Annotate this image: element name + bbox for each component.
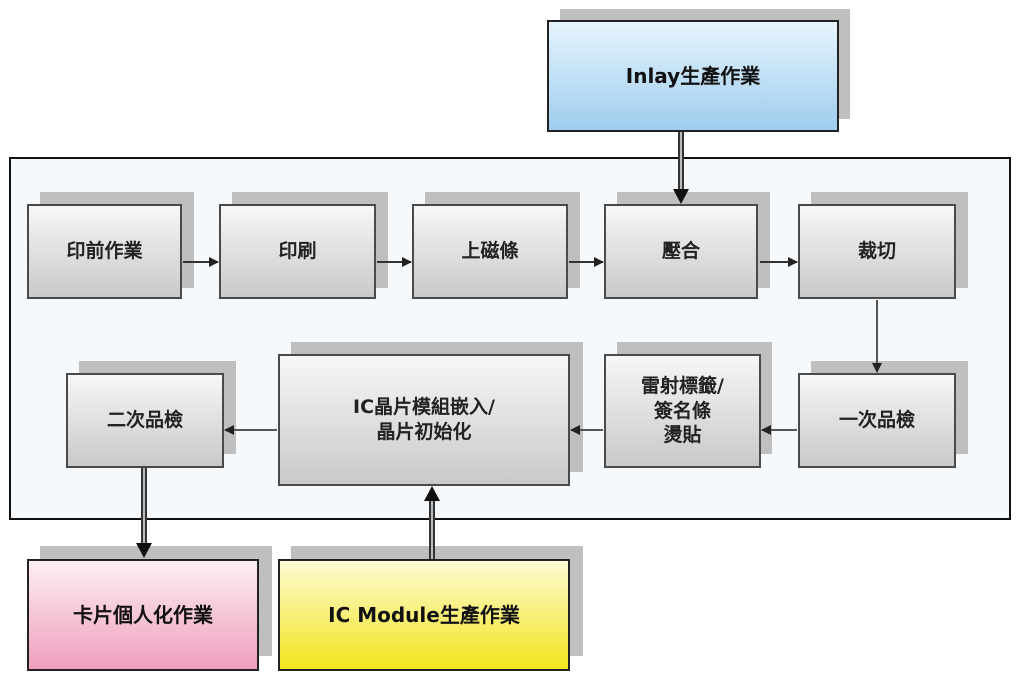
ic-module-production-node[interactable]: IC Module生產作業 xyxy=(278,559,570,671)
prepress-node[interactable]: 印前作業 xyxy=(27,204,182,299)
hologram-signature-label: 雷射標籤/ 簽名條 燙貼 xyxy=(641,374,724,447)
second-inspection-node[interactable]: 二次品檢 xyxy=(66,373,224,468)
card-personalization-node[interactable]: 卡片個人化作業 xyxy=(27,559,259,671)
ic-embed-node[interactable]: IC晶片模組嵌入/ 晶片初始化 xyxy=(278,354,570,486)
inlay-production-node[interactable]: Inlay生產作業 xyxy=(547,20,839,132)
card-personalization-label: 卡片個人化作業 xyxy=(73,603,213,627)
magstripe-node[interactable]: 上磁條 xyxy=(412,204,568,299)
cutting-node[interactable]: 裁切 xyxy=(798,204,956,299)
lamination-label: 壓合 xyxy=(661,240,700,263)
second-inspection-label: 二次品檢 xyxy=(106,409,183,432)
first-inspection-node[interactable]: 一次品檢 xyxy=(798,373,956,468)
first-inspection-label: 一次品檢 xyxy=(838,409,915,432)
inlay-production-label: Inlay生產作業 xyxy=(625,64,761,88)
prepress-label: 印前作業 xyxy=(66,240,143,263)
hologram-signature-node[interactable]: 雷射標籤/ 簽名條 燙貼 xyxy=(604,354,761,468)
printing-node[interactable]: 印刷 xyxy=(219,204,376,299)
ic-module-production-label: IC Module生產作業 xyxy=(328,603,520,627)
magstripe-label: 上磁條 xyxy=(461,240,519,263)
cutting-label: 裁切 xyxy=(857,240,896,263)
lamination-node[interactable]: 壓合 xyxy=(604,204,758,299)
printing-label: 印刷 xyxy=(278,240,317,263)
ic-embed-label: IC晶片模組嵌入/ 晶片初始化 xyxy=(353,396,495,443)
